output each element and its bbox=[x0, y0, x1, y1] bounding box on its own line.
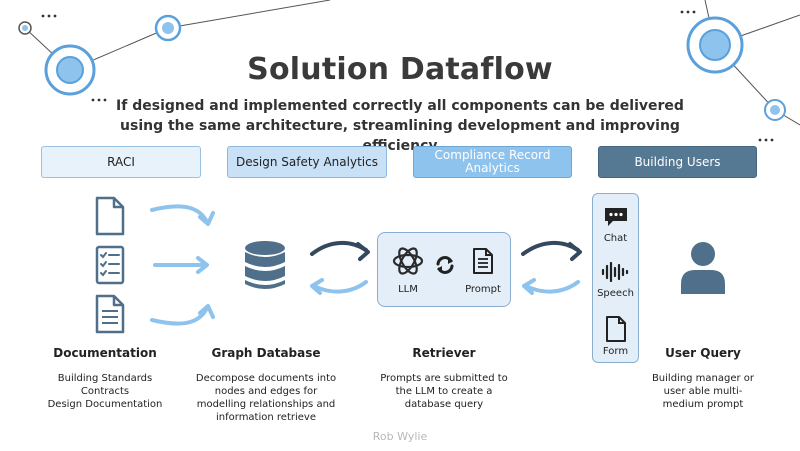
user-query-line: user able multi- bbox=[663, 386, 743, 397]
prompt-label: Prompt bbox=[465, 284, 501, 295]
checklist-icon bbox=[95, 245, 125, 285]
text-document-icon bbox=[95, 294, 125, 334]
retriever-line: the LLM to create a bbox=[395, 386, 493, 397]
input-channels-box bbox=[592, 193, 639, 363]
graph-database-line: information retrieve bbox=[216, 412, 316, 423]
flow-arrow-top bbox=[150, 204, 209, 224]
category-building-users: Building Users bbox=[598, 146, 757, 178]
page-title: Solution Dataflow bbox=[247, 52, 553, 87]
user-query-heading: User Query bbox=[665, 346, 741, 360]
speech-label: Speech bbox=[597, 288, 634, 299]
database-icon bbox=[245, 241, 285, 289]
flow-arrow-user-to-retriever bbox=[524, 280, 580, 294]
retriever-line: Prompts are submitted to bbox=[380, 373, 508, 384]
graph-database-line: modelling relationships and bbox=[196, 399, 336, 410]
page-subtitle: If designed and implemented correctly al… bbox=[116, 98, 684, 154]
user-query-description: Building manager or user able multi- med… bbox=[638, 372, 768, 411]
ellipsis-dots bbox=[41, 10, 774, 142]
flow-arrow-bottom bbox=[150, 306, 209, 326]
user-query-line: medium prompt bbox=[662, 399, 744, 410]
retriever-line: database query bbox=[404, 399, 484, 410]
graph-database-line: nodes and edges for bbox=[214, 386, 318, 397]
network-node-left-large bbox=[44, 44, 96, 96]
user-icon bbox=[681, 242, 725, 294]
graph-database-line: Decompose documents into bbox=[195, 373, 337, 384]
network-node-left-small bbox=[18, 21, 32, 35]
category-compliance-record-analytics: Compliance Record Analytics bbox=[413, 146, 572, 178]
prompt-document-icon bbox=[473, 248, 493, 274]
form-icon bbox=[606, 316, 626, 342]
category-design-safety-analytics: Design Safety Analytics bbox=[227, 146, 387, 178]
retriever-description: Prompts are submitted to the LLM to crea… bbox=[369, 372, 519, 411]
documentation-description: Building Standards Contracts Design Docu… bbox=[30, 372, 180, 411]
speech-wave-icon bbox=[601, 262, 629, 282]
form-label: Form bbox=[602, 346, 629, 357]
documentation-line: Design Documentation bbox=[47, 399, 163, 410]
chat-icon bbox=[605, 208, 627, 226]
user-query-line: Building manager or bbox=[651, 373, 755, 384]
author-credit: Rob Wylie bbox=[372, 430, 428, 443]
refresh-icon bbox=[436, 256, 454, 274]
documentation-heading: Documentation bbox=[53, 346, 157, 360]
category-raci: RACI bbox=[41, 146, 201, 178]
documentation-line: Contracts bbox=[80, 386, 130, 397]
network-node-right-small bbox=[764, 99, 786, 121]
network-node-top bbox=[154, 14, 182, 42]
documentation-line: Building Standards bbox=[57, 373, 153, 384]
retriever-heading: Retriever bbox=[412, 346, 476, 360]
graph-database-heading: Graph Database bbox=[211, 346, 321, 360]
openai-icon bbox=[392, 247, 424, 275]
chat-label: Chat bbox=[603, 233, 628, 244]
flow-arrow-retriever-to-db bbox=[312, 280, 368, 294]
document-icon bbox=[95, 196, 125, 236]
llm-label: LLM bbox=[398, 284, 418, 295]
network-node-right-large bbox=[686, 16, 744, 74]
graph-database-description: Decompose documents into nodes and edges… bbox=[188, 372, 344, 424]
